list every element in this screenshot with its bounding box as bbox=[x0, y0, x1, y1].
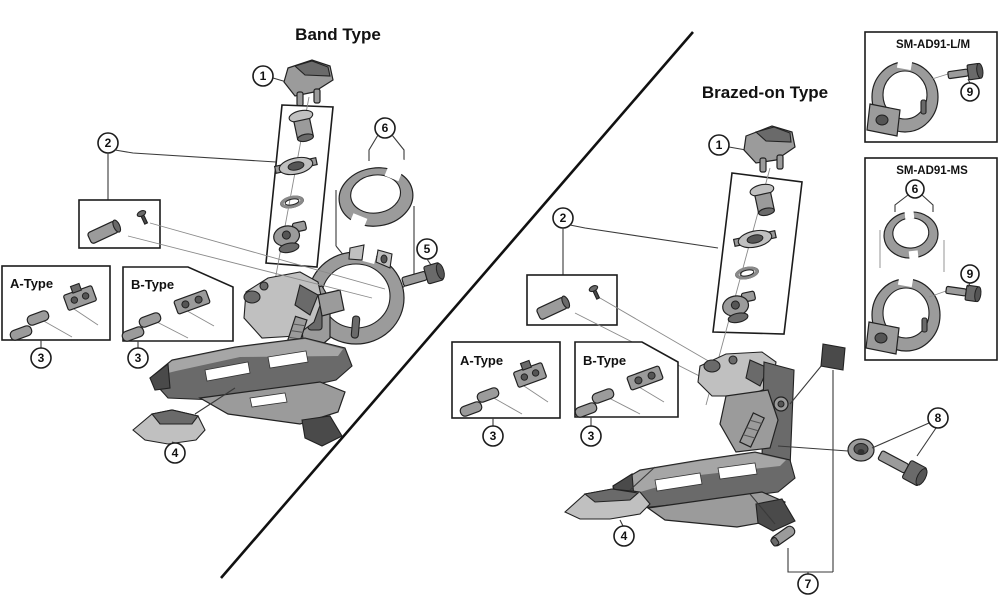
sm-ad91-lm-bolt bbox=[947, 62, 984, 81]
fixing-bolt-right bbox=[749, 183, 776, 217]
anchor-screw-right bbox=[588, 285, 601, 300]
skid-plate-left bbox=[132, 409, 206, 445]
svg-text:4: 4 bbox=[172, 446, 179, 460]
callout-3-a-right bbox=[482, 425, 504, 447]
skid-plate-right bbox=[564, 488, 651, 520]
svg-text:2: 2 bbox=[560, 211, 567, 225]
callout-7 bbox=[797, 573, 819, 595]
svg-text:9: 9 bbox=[967, 85, 974, 99]
b-type-label-right: B-Type bbox=[583, 353, 626, 368]
chain-guide-cage-left bbox=[149, 337, 353, 447]
callout-9-ms bbox=[960, 264, 980, 284]
cable-cover-part-right bbox=[743, 125, 796, 173]
callout-3-a-left bbox=[30, 347, 52, 369]
callout-1-left bbox=[252, 65, 274, 87]
clamp-nut-right bbox=[722, 290, 756, 324]
derailleur-body-left bbox=[243, 271, 345, 350]
callout-1-right bbox=[708, 134, 730, 156]
svg-text:2: 2 bbox=[105, 136, 112, 150]
section-divider-line bbox=[220, 31, 694, 579]
cable-cover-part-left bbox=[283, 59, 334, 107]
callout-3-b-right bbox=[580, 425, 602, 447]
band-type-title: Band Type bbox=[295, 25, 381, 44]
mount-bolt-part bbox=[877, 450, 928, 487]
clamp-bolt-part bbox=[401, 262, 445, 287]
a-type-parts-right bbox=[459, 359, 549, 417]
callout-6-ms bbox=[905, 179, 925, 199]
svg-text:6: 6 bbox=[382, 121, 389, 135]
sm-ad91-lm-label: SM-AD91-L/M bbox=[896, 39, 970, 51]
brazed-on-type-section: Brazed-on Type 1 bbox=[451, 83, 949, 595]
a-type-label-left: A-Type bbox=[10, 276, 53, 291]
b-type-parts-right bbox=[574, 365, 665, 418]
brazed-on-type-title: Brazed-on Type bbox=[702, 83, 828, 102]
sm-ad91-ms-bolt bbox=[945, 284, 982, 303]
backing-plate-part bbox=[820, 343, 846, 371]
callout-6-left bbox=[374, 117, 396, 139]
svg-text:3: 3 bbox=[490, 429, 497, 443]
shim-ring-part-left bbox=[338, 155, 414, 240]
a-type-parts-left bbox=[9, 282, 99, 341]
sm-ad91-lm-clamp-part bbox=[866, 53, 939, 137]
svg-text:8: 8 bbox=[935, 411, 942, 425]
callout-4-right bbox=[613, 525, 635, 547]
bolt-stack-box-right bbox=[712, 172, 803, 335]
sm-ad91-ms-box: SM-AD91-MS 6 9 bbox=[864, 157, 998, 361]
sm-ad91-ms-label: SM-AD91-MS bbox=[896, 165, 968, 177]
a-type-label-right: A-Type bbox=[460, 353, 503, 368]
svg-text:1: 1 bbox=[260, 69, 267, 83]
pivot-pin-part bbox=[770, 525, 796, 547]
svg-text:3: 3 bbox=[135, 351, 142, 365]
anchor-screw-left bbox=[136, 210, 149, 225]
sm-ad91-lm-box: SM-AD91-L/M 9 bbox=[864, 31, 998, 143]
anchor-bolt-left bbox=[87, 219, 122, 244]
svg-text:3: 3 bbox=[38, 351, 45, 365]
callout-4-left bbox=[164, 442, 186, 464]
svg-text:3: 3 bbox=[588, 429, 595, 443]
mount-nut-part bbox=[847, 438, 875, 462]
derailleur-body-right bbox=[697, 351, 795, 469]
svg-text:7: 7 bbox=[805, 577, 812, 591]
o-ring-right bbox=[735, 266, 759, 280]
o-ring-left bbox=[280, 195, 304, 209]
svg-text:9: 9 bbox=[967, 267, 974, 281]
callout-3-b-left bbox=[127, 347, 149, 369]
fixing-bolt-left bbox=[288, 109, 315, 143]
washer-plate-left bbox=[273, 156, 318, 176]
svg-text:4: 4 bbox=[621, 529, 628, 543]
sm-ad91-ms-clamp-part bbox=[865, 270, 941, 355]
svg-text:5: 5 bbox=[424, 242, 431, 256]
washer-plate-right bbox=[732, 229, 777, 249]
band-type-section: Band Type 1 bbox=[1, 25, 445, 464]
clamp-nut-left bbox=[273, 220, 307, 254]
chain-guide-cage-right bbox=[612, 451, 796, 532]
svg-text:6: 6 bbox=[912, 182, 919, 196]
svg-text:1: 1 bbox=[716, 138, 723, 152]
b-type-label-left: B-Type bbox=[131, 277, 174, 292]
callout-8 bbox=[927, 407, 949, 429]
sm-ad91-ms-shim-part bbox=[883, 205, 939, 265]
b-type-parts-left bbox=[121, 289, 215, 342]
callout-9-lm bbox=[960, 82, 980, 102]
anchor-bolt-right bbox=[536, 295, 571, 320]
